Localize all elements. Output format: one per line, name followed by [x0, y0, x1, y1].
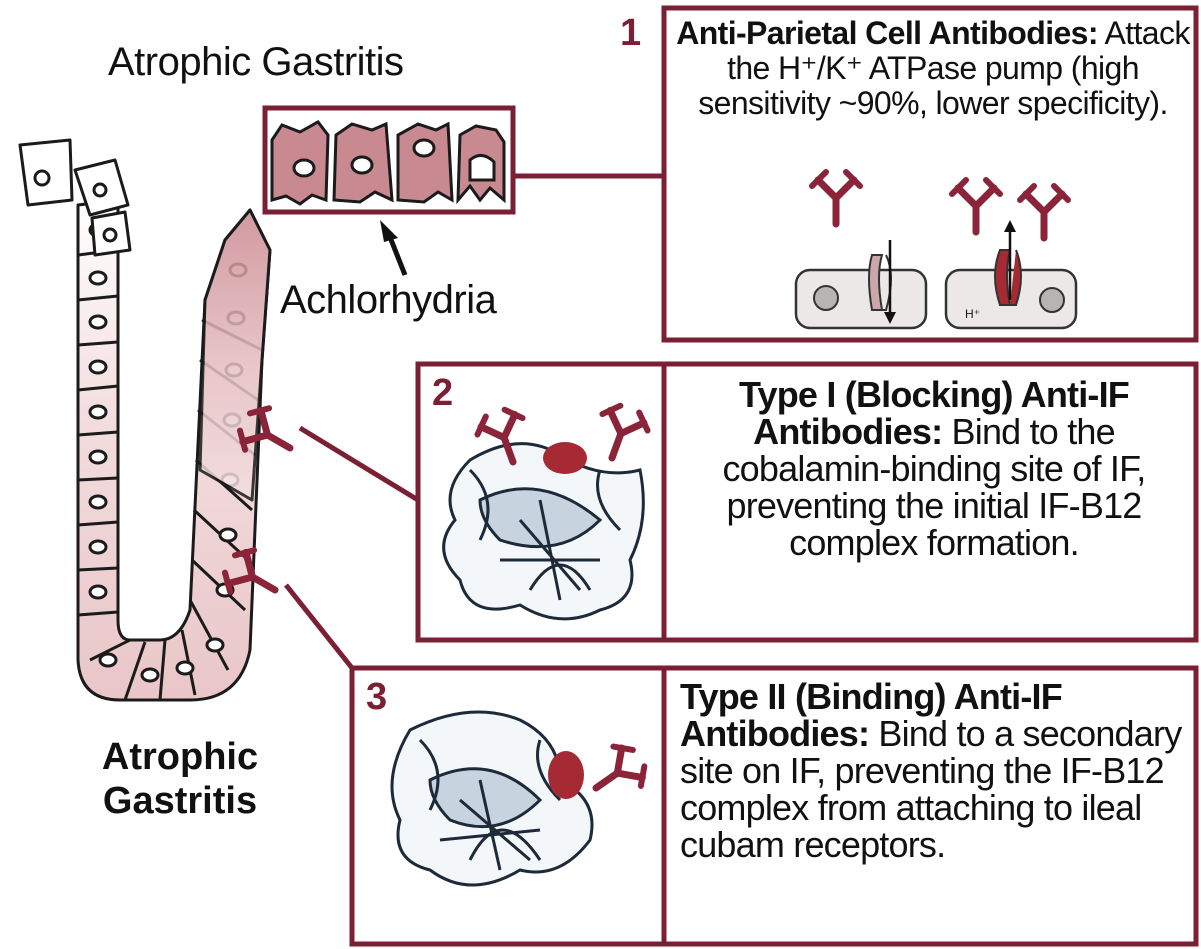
panel-1-text: Anti-Parietal Cell Antibodies: Attack th…: [672, 16, 1194, 121]
panel-3-number: 3: [366, 676, 387, 719]
intrinsic-factor-protein-icon: [444, 444, 644, 619]
bottom-title-line-2: Gastritis: [60, 779, 300, 823]
bottom-title: Atrophic Gastritis: [60, 735, 300, 823]
panel-2-text: Type I (Blocking) Anti-IF Antibodies: Bi…: [678, 376, 1190, 561]
panel-3-text: Type II (Binding) Anti-IF Antibodies: Bi…: [674, 678, 1200, 863]
panel-1-heading: Anti-Parietal Cell Antibodies:: [676, 15, 1098, 51]
arrow-icon: [380, 220, 405, 275]
b12-molecule-icon: [543, 442, 587, 474]
achlorhydria-label: Achlorhydria: [280, 278, 496, 323]
intrinsic-factor-protein-icon: [392, 712, 592, 885]
parietal-cells: [272, 122, 504, 204]
antibody-icon: [582, 739, 652, 808]
panel-2-number: 2: [432, 372, 453, 415]
panel-1-number: 1: [620, 12, 641, 55]
gastric-gland-icon: [20, 140, 270, 700]
b12-molecule-icon: [548, 751, 584, 799]
panel-1-inset-h-label: H⁺: [965, 307, 980, 321]
top-title: Atrophic Gastritis: [108, 40, 404, 85]
bottom-title-line-1: Atrophic: [60, 735, 300, 779]
